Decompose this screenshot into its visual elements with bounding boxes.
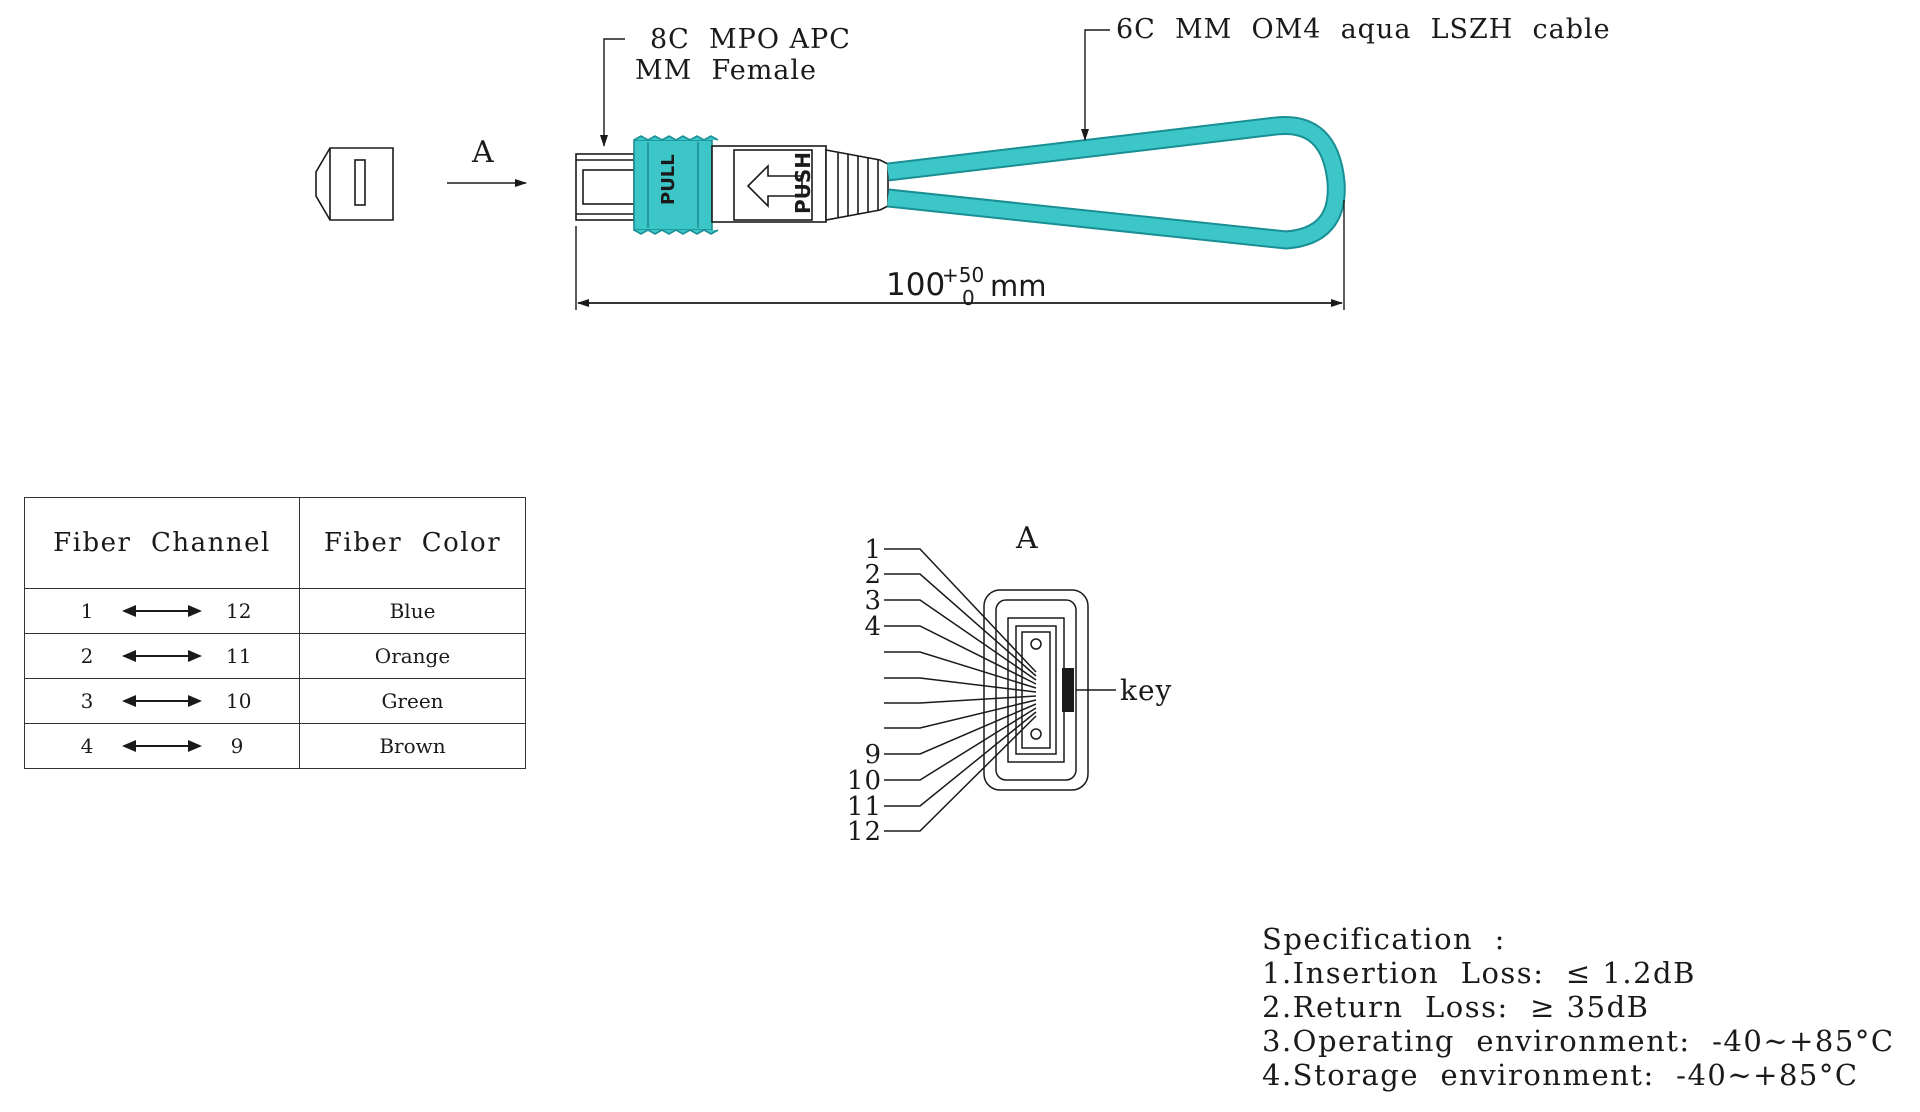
spec-storage-env: 4.Storage environment: -40∼+85°C bbox=[1262, 1058, 1859, 1092]
key-label: key bbox=[1120, 674, 1172, 707]
header-fiber-color: Fiber Color bbox=[299, 497, 526, 589]
channel-from: 1 bbox=[80, 599, 94, 623]
table-row: 2 11 Orange bbox=[24, 633, 526, 679]
double-arrow-icon bbox=[122, 740, 202, 752]
pin-label-10: 10 bbox=[847, 766, 882, 796]
cable-leader bbox=[1081, 29, 1110, 141]
mpo-connector bbox=[575, 135, 889, 235]
dimension-unit: mm bbox=[990, 269, 1047, 303]
spec-return-loss: 2.Return Loss: ≥ 35dB bbox=[1262, 990, 1650, 1024]
dimension-upper-tolerance: +50 bbox=[942, 263, 984, 287]
view-marker-label: A bbox=[471, 135, 495, 170]
double-arrow-icon bbox=[122, 695, 202, 707]
pin-label-11: 11 bbox=[847, 792, 882, 822]
color-cell: Orange bbox=[299, 633, 526, 679]
channel-to: 12 bbox=[226, 599, 252, 623]
connector-leader bbox=[600, 38, 625, 147]
pin-label-2: 2 bbox=[864, 560, 882, 590]
pin-label-4: 4 bbox=[864, 612, 882, 642]
color-cell: Green bbox=[299, 678, 526, 724]
pin-label-1: 1 bbox=[864, 535, 882, 565]
double-arrow-icon bbox=[122, 650, 202, 662]
end-view: A key 1 2 bbox=[847, 521, 1172, 847]
spec-insertion-loss: 1.Insertion Loss: ≤ 1.2dB bbox=[1262, 956, 1696, 990]
channel-cell: 1 12 bbox=[24, 588, 300, 634]
double-arrow-icon bbox=[122, 605, 202, 617]
connector-label-line2: MM Female bbox=[635, 55, 817, 86]
length-dimension bbox=[575, 200, 1345, 310]
table-header-row: Fiber Channel Fiber Color bbox=[24, 497, 526, 589]
cable-label: 6C MM OM4 aqua LSZH cable bbox=[1116, 14, 1611, 45]
dust-cap bbox=[315, 147, 394, 221]
push-arrow-icon bbox=[746, 164, 803, 208]
channel-from: 4 bbox=[80, 734, 94, 758]
dimension-lower-tolerance: 0 bbox=[962, 286, 975, 310]
channel-from: 3 bbox=[80, 689, 94, 713]
dimension-nominal: 100 bbox=[886, 267, 945, 303]
channel-cell: 3 10 bbox=[24, 678, 300, 724]
pull-text: PULL bbox=[658, 154, 679, 205]
table-row: 1 12 Blue bbox=[24, 588, 526, 634]
color-cell: Blue bbox=[299, 588, 526, 634]
spec-operating-env: 3.Operating environment: -40∼+85°C bbox=[1262, 1024, 1895, 1058]
channel-cell: 2 11 bbox=[24, 633, 300, 679]
color-cell: Brown bbox=[299, 723, 526, 769]
view-direction-arrow: A bbox=[447, 135, 527, 187]
header-fiber-channel: Fiber Channel bbox=[24, 497, 300, 589]
cable-loop bbox=[886, 115, 1346, 250]
strain-relief-boot bbox=[825, 149, 889, 221]
spec-title: Specification : bbox=[1262, 922, 1506, 956]
key-notch bbox=[1062, 668, 1074, 712]
push-text: PUSH bbox=[791, 152, 815, 214]
pull-sleeve bbox=[633, 135, 719, 235]
pin-label-9: 9 bbox=[864, 740, 882, 770]
channel-to: 11 bbox=[226, 644, 252, 668]
channel-to: 9 bbox=[230, 734, 244, 758]
pin-label-3: 3 bbox=[864, 586, 882, 616]
connector-label-line1: 8C MPO APC bbox=[650, 24, 851, 55]
end-view-title: A bbox=[1015, 521, 1039, 556]
pin-label-12: 12 bbox=[847, 817, 882, 847]
fiber-mapping-table: Fiber Channel Fiber Color 1 12 Blue 2 11 O… bbox=[24, 497, 526, 769]
channel-from: 2 bbox=[80, 644, 94, 668]
table-row: 3 10 Green bbox=[24, 678, 526, 724]
specification-block: Specification : 1.Insertion Loss: ≤ 1.2d… bbox=[1262, 922, 1895, 1092]
channel-to: 10 bbox=[226, 689, 252, 713]
